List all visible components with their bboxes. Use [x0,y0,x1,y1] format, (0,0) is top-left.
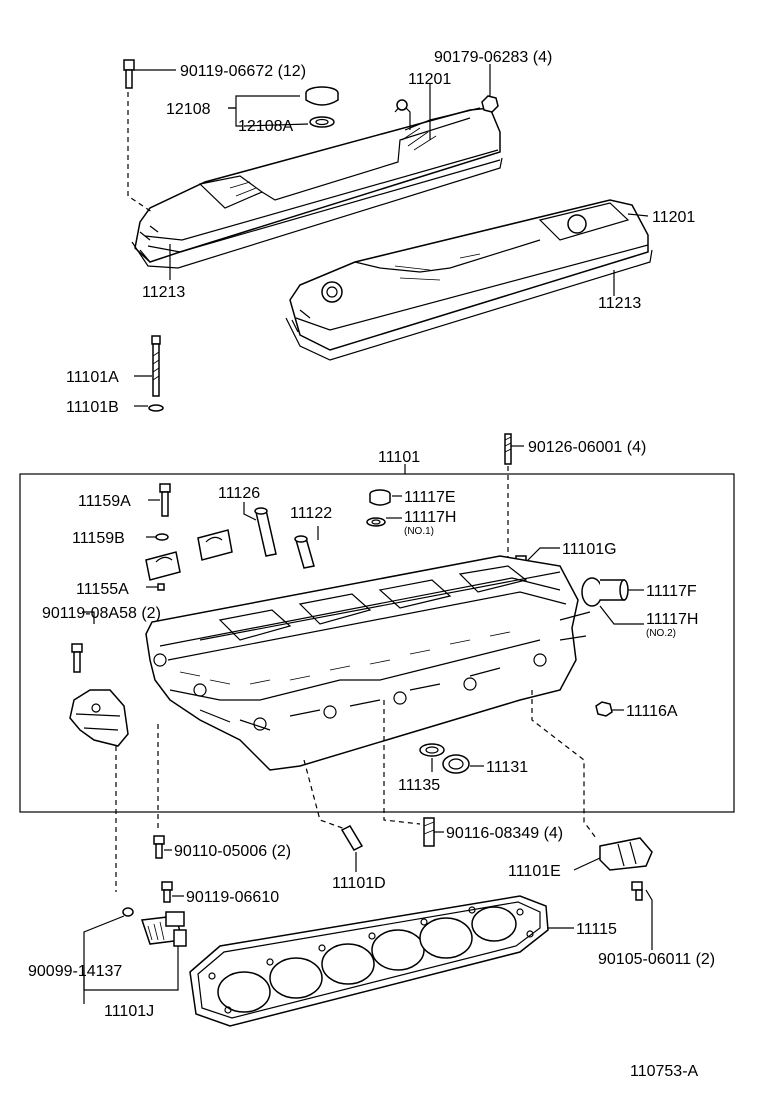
label-11155A: 11155A [76,581,129,598]
label-11115: 11115 [576,921,617,938]
stud-11101A-icon [151,335,161,397]
head-cover-gasket-left [131,157,503,269]
label-90126-06001: 90126-06001 (4) [528,439,646,456]
bolt-90105-06011-icon [631,881,643,901]
plug-11117F-icon [581,577,629,607]
label-11159A: 11159A [78,493,131,510]
label-11116A: 11116A [626,703,678,720]
label-90110-05006: 90110-05006 (2) [174,843,291,860]
label-12108: 12108 [166,101,211,118]
label-90119-06672: 90119-06672 (12) [180,63,306,80]
seal-11135-icon [419,743,445,757]
bolt-11159A-icon [159,483,171,517]
label-11213-left: 11213 [142,284,185,301]
bolt-90119-06610-icon [161,881,173,903]
bolt-90110-05006-icon [153,835,165,859]
plug-11117E-icon [369,489,391,506]
label-11131: 11131 [486,759,528,776]
label-11101A: 11101A [66,369,119,386]
label-90119-08A58: 90119-08A58 (2) [42,605,161,622]
label-11126: 11126 [218,485,260,502]
label-90099-14137: 90099-14137 [28,963,122,980]
label-11213-right: 11213 [598,295,641,312]
label-90116-08349: 90116-08349 (4) [446,825,563,842]
label-11117H-no2: 11117H [646,611,698,628]
diagram-id: 110753-A [630,1063,699,1080]
label-no2: (NO.2) [646,628,676,639]
label-11117F: 11117F [646,583,697,600]
stud-11101D-icon [340,825,364,851]
cam-housing-icon [69,689,129,747]
label-11122: 11122 [290,505,332,522]
label-11117E: 11117E [404,489,456,506]
oil-control-valve-11101J-icon [140,911,187,947]
washer-11101B-icon [148,404,164,412]
oring-90099-14137-icon [122,907,134,917]
label-11201-top: 11201 [408,71,451,88]
stud-90126-06001-icon [504,433,512,465]
stud-90116-08349-icon [423,817,435,847]
label-90119-06610: 90119-06610 [186,889,279,906]
label-11159B: 11159B [72,530,125,547]
label-11101: 11101 [378,449,420,466]
cam-sensor-11101E-icon [599,837,653,871]
label-11135: 11135 [398,777,440,794]
bolt-90119-06672-icon [123,59,135,89]
valve-guide-11122-icon [294,535,315,569]
label-11201-right: 11201 [652,209,695,226]
label-11101D: 11101D [332,875,386,892]
oil-cap-gasket-icon [309,116,335,128]
label-11101E: 11101E [508,863,561,880]
seal-11131-icon [442,754,470,774]
label-11117H-no1: 11117H [404,509,456,526]
label-11101B: 11101B [66,399,119,416]
oring-11117H-no1-icon [366,517,386,527]
pin-11155A-icon [157,583,165,591]
label-11101J: 11101J [104,1003,154,1020]
head-gasket-11115-icon [189,895,549,1027]
label-no1: (NO.1) [404,526,434,537]
cam-bearing-cap-icon [145,529,233,581]
head-cover-gasket-right [285,249,653,361]
cylinder-head-icon [145,555,591,771]
label-90105-06011: 90105-06011 (2) [598,951,715,968]
label-90179-06283: 90179-06283 (4) [434,49,552,66]
cylinder-head-cover-right [289,199,649,351]
label-11101G: 11101G [562,541,617,558]
cylinder-head-cover-left [134,99,501,263]
cylinder-head-frame [19,473,735,813]
valve-guide-11126-icon [254,507,277,557]
nut-90179-06283-icon [481,95,499,113]
label-12108A: 12108A [238,118,293,135]
oil-filler-cap-icon [305,86,339,106]
nut-11116A-icon [595,701,613,717]
washer-11159B-icon [155,533,169,541]
bolt-90119-08A58-icon [71,643,83,673]
